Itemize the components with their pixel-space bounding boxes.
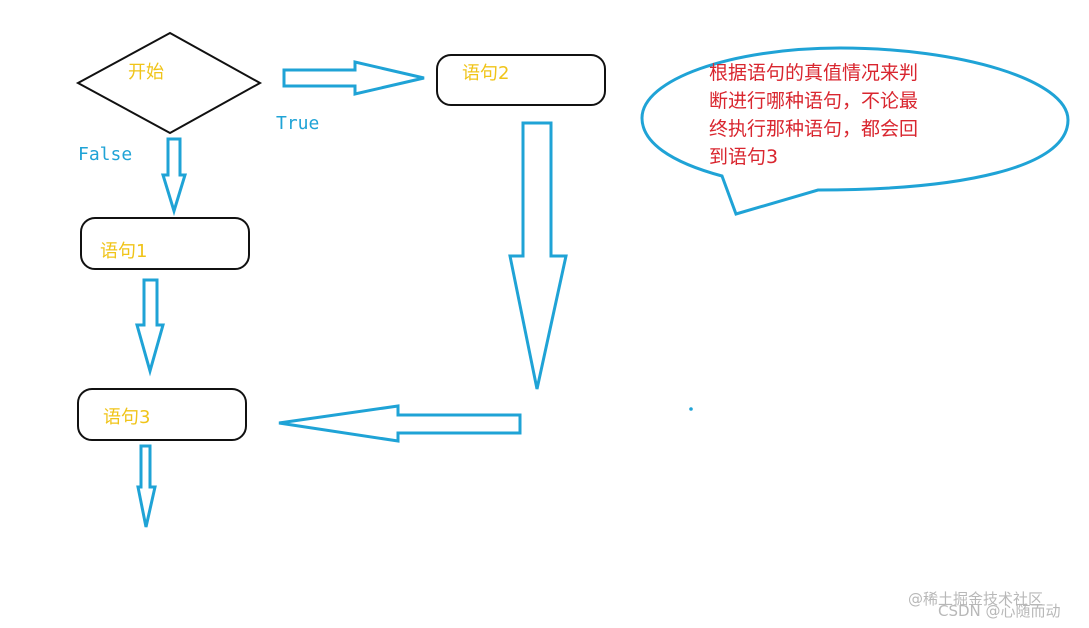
arrow-statement-3-exit	[136, 444, 157, 528]
statement-1-label: 语句1	[100, 241, 147, 262]
callout-line-2: 断进行哪种语句，不论最	[709, 90, 918, 112]
arrow-statement-1-to-statement-3	[135, 278, 165, 377]
juejin-watermark: @稀土掘金技术社区	[908, 590, 1043, 608]
callout-line-3: 终执行那种语句，都会回	[709, 118, 918, 140]
false-edge-label: False	[78, 144, 132, 165]
true-edge-label: True	[276, 113, 319, 134]
callout-line-1: 根据语句的真值情况来判	[709, 62, 918, 84]
arrow-start-to-statement-1	[160, 137, 188, 217]
start-label: 开始	[128, 62, 164, 83]
statement-1-node: 语句1	[80, 217, 250, 270]
arrow-statement-2-down	[508, 121, 568, 390]
callout-line-4: 到语句3	[709, 146, 778, 168]
arrow-to-statement-3	[278, 404, 522, 443]
statement-2-node: 语句2	[436, 54, 606, 106]
arrow-start-to-statement-2	[282, 60, 425, 96]
stray-dot	[689, 407, 693, 411]
statement-3-node: 语句3	[77, 388, 247, 441]
statement-3-label: 语句3	[103, 407, 150, 428]
callout-bubble: 根据语句的真值情况来判 断进行哪种语句，不论最 终执行那种语句，都会回 到语句3	[640, 46, 1070, 216]
csdn-watermark: CSDN @心随而动	[938, 602, 1061, 620]
start-decision-node: 开始	[75, 31, 263, 135]
statement-2-label: 语句2	[462, 63, 509, 84]
